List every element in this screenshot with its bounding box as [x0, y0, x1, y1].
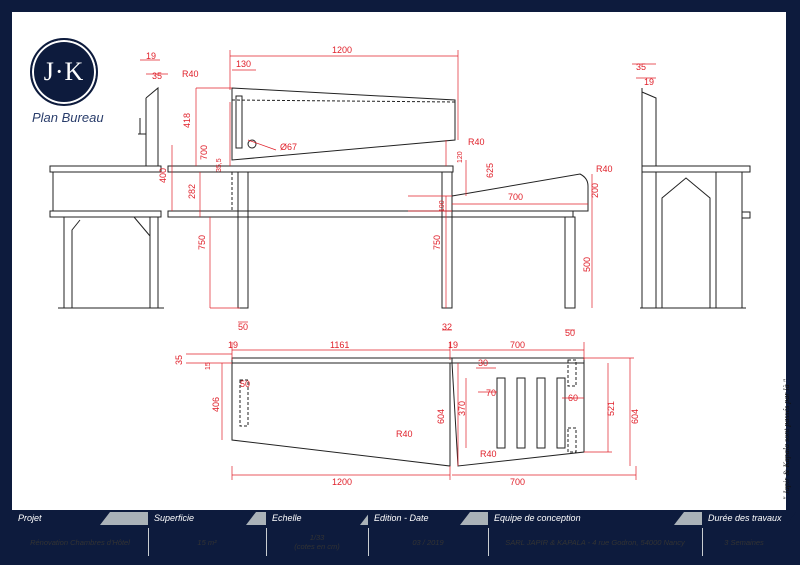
dim-35-right: 35 — [636, 62, 646, 72]
dim-19-c: 19 — [448, 340, 458, 350]
dim-32: 32 — [442, 322, 452, 332]
dim-19-right: 19 — [644, 77, 654, 87]
dim-1200-top: 1200 — [332, 45, 352, 55]
value-echelle: 1/33 (cotes en cm) — [266, 528, 369, 556]
dim-60: 60 — [568, 393, 578, 403]
left-side-view — [49, 86, 164, 309]
title-block: Projet Superficie Echelle Edition - Date… — [12, 512, 796, 556]
header-superficie: Superficie — [148, 512, 256, 525]
header-equipe: Equipe de conception — [488, 512, 684, 525]
jk-logo: J·K — [30, 38, 98, 106]
right-side-view — [640, 88, 751, 309]
dim-400: 400 — [158, 168, 168, 183]
dim-1200-bottom: 1200 — [332, 477, 352, 487]
dim-50-a: 50 — [238, 322, 248, 332]
dim-750-a: 750 — [197, 235, 207, 250]
dim-200: 200 — [590, 183, 600, 198]
dim-30: 30 — [478, 358, 488, 368]
dim-35-b: 35 — [174, 355, 184, 365]
dim-1161: 1161 — [330, 340, 349, 350]
value-equipe: SARL JAPIR & KAPALA - 4 rue Godron, 5400… — [488, 528, 703, 556]
dim-70: 70 — [486, 388, 496, 398]
dim-19-b: 19 — [228, 340, 238, 350]
dim-190: 190 — [439, 200, 446, 212]
value-echelle-note: (cotes en cm) — [294, 542, 340, 551]
dim-604-a: 604 — [436, 409, 446, 424]
plan-title: Plan Bureau — [32, 110, 104, 125]
dim-r40-c: R40 — [596, 164, 613, 174]
dim-r40-b: R40 — [468, 137, 485, 147]
dim-604-b: 604 — [630, 409, 640, 424]
value-edition-date: 03 / 2019 — [368, 528, 489, 556]
dim-700-d: 700 — [510, 477, 525, 487]
dim-418: 418 — [182, 113, 192, 128]
dimension-lines — [140, 50, 656, 480]
dim-700-c: 700 — [510, 340, 525, 350]
dim-15: 15 — [205, 362, 212, 370]
dim-r40-e: R40 — [480, 449, 497, 459]
side-note: " Japir & Kapala sont passés par là " — [772, 365, 791, 500]
dim-50-b: 50 — [565, 328, 575, 338]
header-echelle: Echelle — [266, 512, 370, 525]
dim-700: 700 — [199, 145, 209, 160]
dimension-labels: 1200 130 R40 418 700 400 282 750 19 35 Ø… — [146, 45, 654, 487]
value-superficie: 15 m² — [148, 528, 267, 556]
dim-35-5: 35,5 — [216, 158, 223, 172]
front-view — [167, 87, 589, 309]
value-projet: Rénovation Chambres d'Hôtel — [12, 528, 149, 556]
header-edition-date: Edition - Date — [368, 512, 470, 525]
dim-diameter-67: Ø67 — [280, 142, 297, 152]
dim-19-a: 19 — [146, 51, 156, 61]
dim-500: 500 — [582, 257, 592, 272]
dim-700-b: 700 — [508, 192, 523, 202]
value-echelle-scale: 1/33 — [309, 533, 325, 542]
side-note-text: " Japir & Kapala sont passés par là " — [782, 379, 791, 500]
dim-r40-d: R40 — [396, 429, 413, 439]
dim-130: 130 — [236, 59, 251, 69]
dim-370: 370 — [457, 401, 467, 416]
dim-120: 120 — [457, 151, 464, 163]
logo-text: J·K — [43, 57, 85, 86]
dim-r40-a: R40 — [182, 69, 199, 79]
header-duree: Durée des travaux — [702, 512, 796, 525]
value-duree: 3 Semaines — [724, 537, 764, 547]
dim-406: 406 — [211, 397, 221, 412]
top-view — [231, 357, 585, 467]
dim-750-b: 750 — [432, 235, 442, 250]
dim-625: 625 — [485, 163, 495, 178]
header-projet: Projet — [12, 512, 110, 525]
dim-50-c: 50 — [240, 379, 250, 389]
dim-282: 282 — [187, 184, 197, 199]
drawing-sheet — [12, 12, 786, 510]
dim-521: 521 — [606, 401, 616, 416]
dim-35-a: 35 — [152, 71, 162, 81]
